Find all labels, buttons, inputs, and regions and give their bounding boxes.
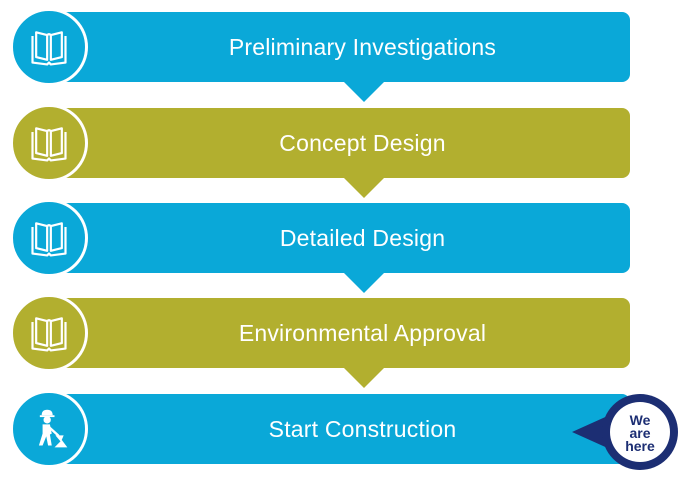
step-label: Preliminary Investigations [228,33,497,60]
marker-line-2: are [629,424,651,441]
step-arrow-down [344,178,384,198]
marker-line-3: here [625,437,655,454]
step-icon-badge [10,199,88,277]
step-icon-badge [10,8,88,86]
construction-worker-icon [38,409,68,448]
we-are-here-label: We are here [605,398,675,468]
step-icon-badge [10,390,88,468]
step-bar-environmental-approval: Environmental Approval [40,298,630,368]
step-label: Detailed Design [279,224,446,251]
step-icon-badge [10,104,88,182]
current-step-marker [572,394,678,470]
step-label: Environmental Approval [238,319,487,346]
open-book-icon [31,127,67,162]
step-arrow-down [344,273,384,293]
open-book-icon [31,317,67,352]
step-arrow-down [344,82,384,102]
step-bar-detailed-design: Detailed Design [40,203,630,273]
step-bar-preliminary-investigations: Preliminary Investigations [40,12,630,82]
step-label: Concept Design [279,129,446,156]
step-icon-badge [10,294,88,372]
step-label: Start Construction [268,415,457,442]
step-bar-concept-design: Concept Design [40,108,630,178]
open-book-icon [31,31,67,66]
step-arrow-down [344,368,384,388]
marker-line-1: We [629,411,651,428]
step-bar-start-construction: Start Construction [40,394,630,464]
open-book-icon [31,222,67,257]
